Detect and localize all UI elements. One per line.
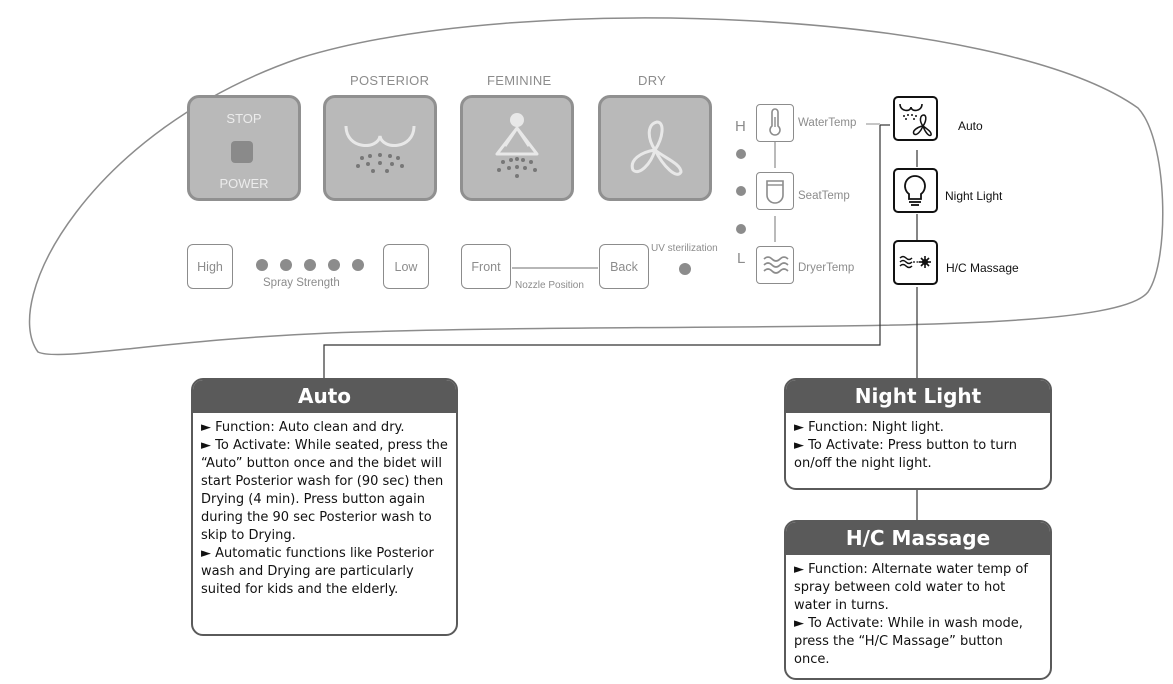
feminine-wash-icon bbox=[495, 113, 539, 178]
auto-callout-body: ► Function: Auto clean and dry. ► To Act… bbox=[193, 413, 456, 603]
auto-callout-line: ► Function: Auto clean and dry. bbox=[201, 420, 405, 435]
spray-strength-dot-3 bbox=[304, 259, 316, 271]
posterior-wash-icon bbox=[344, 125, 416, 173]
uv-sterilization-label: UV sterilization bbox=[651, 243, 718, 254]
auto-connector-line bbox=[323, 125, 881, 380]
night-light-label: Night Light bbox=[945, 189, 1003, 203]
auto-wash-dry-icon bbox=[899, 103, 932, 137]
spray-strength-dot-1 bbox=[256, 259, 268, 271]
level-low-label: L bbox=[737, 250, 746, 267]
nozzle-back-button[interactable]: Back bbox=[599, 244, 649, 289]
seat-icon bbox=[766, 180, 784, 204]
dry-button[interactable] bbox=[598, 95, 712, 201]
auto-callout: Auto ► Function: Auto clean and dry. ► T… bbox=[191, 378, 458, 636]
spray-high-button[interactable]: High bbox=[187, 244, 233, 289]
hc-massage-callout-line: ► To Activate: While in wash mode, press… bbox=[794, 616, 1023, 667]
dryer-temp-button[interactable] bbox=[756, 246, 794, 284]
thermometer-icon bbox=[769, 108, 781, 136]
spray-strength-dot-2 bbox=[280, 259, 292, 271]
posterior-button[interactable] bbox=[323, 95, 437, 201]
seat-temp-button[interactable] bbox=[756, 172, 794, 210]
night-light-callout-line: ► Function: Night light. bbox=[794, 420, 944, 435]
stop-power-button[interactable]: STOP POWER bbox=[187, 95, 301, 201]
dry-label: DRY bbox=[638, 73, 667, 88]
seat-temp-label: SeatTemp bbox=[798, 190, 850, 202]
posterior-label: POSTERIOR bbox=[350, 73, 430, 88]
hc-massage-callout-body: ► Function: Alternate water temp of spra… bbox=[786, 555, 1050, 673]
level-dot-3 bbox=[736, 224, 746, 234]
hot-cold-icon bbox=[899, 255, 931, 269]
light-bulb-icon bbox=[904, 175, 926, 206]
auto-callout-line: ► Automatic functions like Posterior was… bbox=[201, 546, 434, 597]
stop-label: STOP bbox=[226, 111, 262, 126]
hc-massage-callout: H/C Massage ► Function: Alternate water … bbox=[784, 520, 1052, 680]
water-temp-button[interactable] bbox=[756, 104, 794, 142]
auto-callout-line: ► To Activate: While seated, press the “… bbox=[201, 438, 448, 543]
nozzle-front-button[interactable]: Front bbox=[461, 244, 511, 289]
hc-massage-button[interactable] bbox=[893, 240, 938, 285]
power-label: POWER bbox=[219, 176, 269, 191]
feminine-button[interactable] bbox=[460, 95, 574, 201]
night-light-callout-body: ► Function: Night light. ► To Activate: … bbox=[786, 413, 1050, 477]
level-dot-1 bbox=[736, 149, 746, 159]
panel-outline bbox=[28, 17, 1164, 356]
wave-icon bbox=[763, 256, 789, 274]
level-high-label: H bbox=[735, 118, 746, 135]
spray-strength-dot-4 bbox=[328, 259, 340, 271]
night-light-callout-line: ► To Activate: Press button to turn on/o… bbox=[794, 438, 1017, 471]
hc-massage-callout-line: ► Function: Alternate water temp of spra… bbox=[794, 562, 1028, 613]
feminine-label: FEMININE bbox=[487, 73, 552, 88]
dryer-temp-label: DryerTemp bbox=[798, 262, 855, 274]
night-light-callout: Night Light ► Function: Night light. ► T… bbox=[784, 378, 1052, 490]
power-indicator-icon bbox=[231, 141, 253, 163]
spray-strength-dot-5 bbox=[352, 259, 364, 271]
spray-strength-label: Spray Strength bbox=[263, 277, 340, 289]
night-light-button[interactable] bbox=[893, 168, 938, 213]
auto-button[interactable] bbox=[893, 96, 938, 141]
spray-low-button[interactable]: Low bbox=[383, 244, 429, 289]
nozzle-position-label: Nozzle Position bbox=[515, 280, 584, 291]
auto-label: Auto bbox=[958, 119, 983, 133]
fan-icon bbox=[630, 120, 683, 176]
level-dot-2 bbox=[736, 186, 746, 196]
uv-indicator-dot bbox=[679, 263, 691, 275]
auto-callout-title: Auto bbox=[193, 380, 456, 413]
hc-massage-label: H/C Massage bbox=[946, 261, 1019, 275]
water-temp-label: WaterTemp bbox=[798, 117, 857, 129]
night-light-callout-title: Night Light bbox=[786, 380, 1050, 413]
hc-massage-callout-title: H/C Massage bbox=[786, 522, 1050, 555]
